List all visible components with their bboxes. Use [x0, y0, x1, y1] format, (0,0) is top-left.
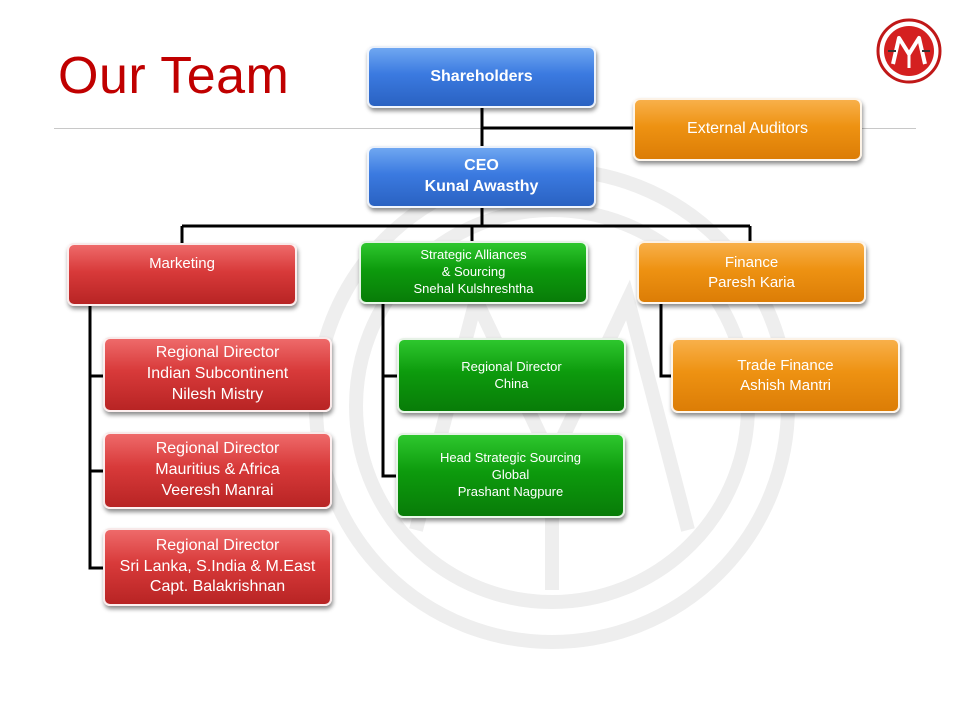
node-rd-mauritius-region: Mauritius & Africa — [155, 461, 280, 479]
node-rd-mauritius-name: Veeresh Manrai — [161, 481, 274, 499]
node-rd-china-region: China — [494, 375, 529, 391]
node-finance-name: Paresh Karia — [708, 273, 795, 291]
node-ceo-name: Kunal Awasthy — [424, 178, 539, 195]
node-rd-srilanka-region: Sri Lanka, S.India & M.East — [119, 557, 316, 575]
node-finance-title: Finance — [724, 254, 779, 271]
node-marketing: Marketing — [67, 243, 297, 306]
node-finance: Finance Paresh Karia — [637, 241, 866, 304]
node-rd-indian-name: Nilesh Mistry — [171, 385, 264, 403]
node-head-sourcing-scope: Global — [491, 467, 530, 483]
node-strategic-title-1: Strategic Alliances — [420, 247, 527, 263]
node-rd-indian-subcontinent: Regional Director Indian Subcontinent Ni… — [103, 337, 332, 412]
node-ceo-role: CEO — [464, 157, 499, 175]
node-head-sourcing-role: Head Strategic Sourcing — [440, 450, 581, 466]
node-marketing-title: Marketing — [149, 255, 215, 272]
node-external-auditors-title: External Auditors — [687, 120, 808, 138]
node-external-auditors: External Auditors — [633, 98, 862, 161]
node-rd-mauritius-role: Regional Director — [155, 440, 280, 458]
node-strategic-title-2: & Sourcing — [441, 264, 506, 280]
node-head-strategic-sourcing: Head Strategic Sourcing Global Prashant … — [396, 433, 625, 518]
node-trade-finance-title: Trade Finance — [737, 357, 834, 374]
node-trade-finance: Trade Finance Ashish Mantri — [671, 338, 900, 413]
node-trade-finance-name: Ashish Mantri — [740, 376, 831, 394]
node-shareholders-title: Shareholders — [430, 67, 533, 85]
node-strategic-name: Snehal Kulshreshtha — [413, 280, 534, 296]
node-shareholders: Shareholders — [367, 46, 596, 108]
node-strategic-alliances: Strategic Alliances & Sourcing Snehal Ku… — [359, 241, 588, 304]
node-rd-srilanka-name: Capt. Balakrishnan — [149, 578, 286, 596]
node-rd-china-role: Regional Director — [461, 358, 562, 374]
connector-strategic-reports — [381, 303, 399, 478]
node-rd-mauritius-africa: Regional Director Mauritius & Africa Vee… — [103, 432, 332, 509]
company-logo-m-icon — [876, 18, 942, 84]
node-rd-srilanka: Regional Director Sri Lanka, S.India & M… — [103, 528, 332, 606]
page-title: Our Team — [58, 47, 290, 105]
connector-marketing-reports — [88, 305, 106, 570]
node-head-sourcing-name: Prashant Nagpure — [457, 483, 564, 499]
node-rd-indian-role: Regional Director — [155, 344, 280, 362]
node-ceo: CEO Kunal Awasthy — [367, 146, 596, 208]
node-rd-indian-region: Indian Subcontinent — [146, 365, 289, 383]
node-rd-china: Regional Director China — [397, 338, 626, 413]
connector-finance-reports — [659, 303, 673, 378]
node-rd-srilanka-role: Regional Director — [155, 536, 280, 554]
